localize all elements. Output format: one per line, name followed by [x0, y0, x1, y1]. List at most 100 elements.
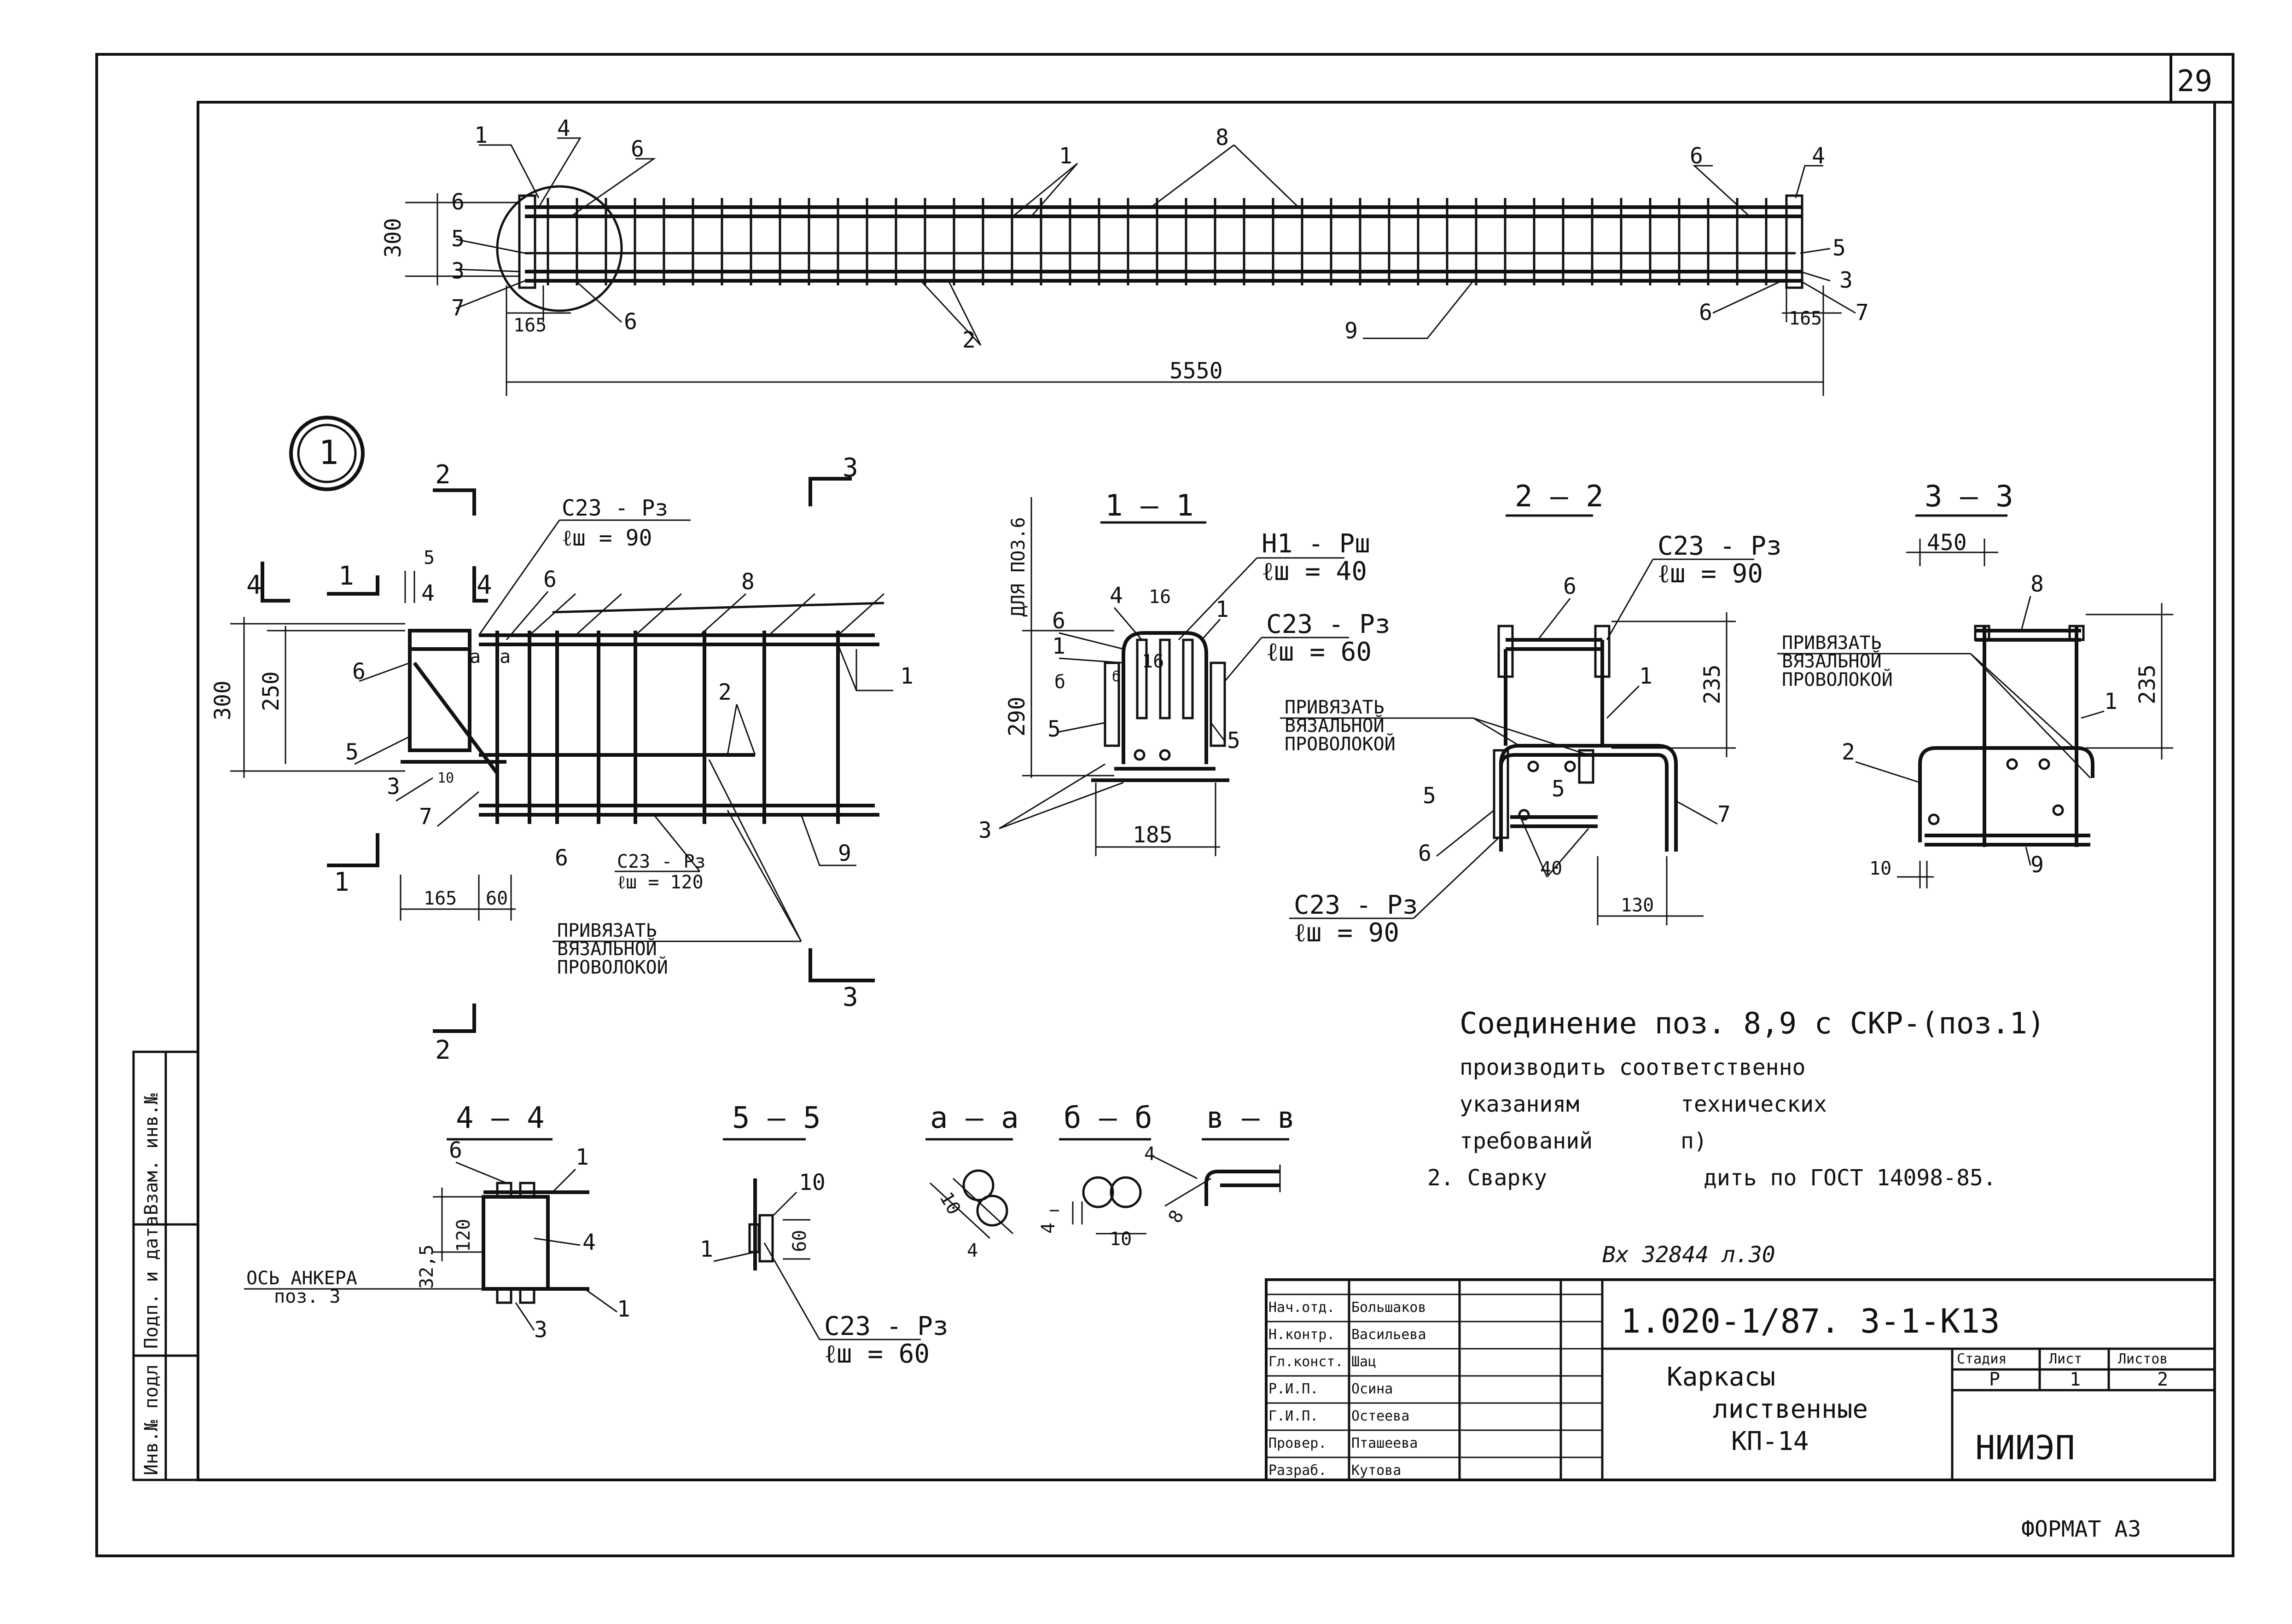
dim-label: 4 [1144, 1143, 1155, 1165]
side-stamp-sign: Подп. и дата [141, 1216, 162, 1349]
organization-logo: НИИЭП [1975, 1428, 2075, 1467]
pos-label: 6 [352, 659, 366, 684]
stirrup-group [495, 631, 840, 824]
pos-label: 5 [345, 739, 359, 765]
dim-height: 300 [380, 218, 406, 258]
section-title: б — б [1064, 1101, 1152, 1135]
detail-1: 1 2 3 4 4 1 1 2 3 [210, 416, 913, 1065]
title-block: Нач.отд.БольшаковН.контр.ВасильеваГл.кон… [1265, 1278, 2216, 1481]
dim-label: 8 [1164, 1206, 1188, 1227]
section-3-3: 3 — 3 450 235 10 ПРИВЯЗАТЬ ВЯЗАЛЬНОЙ ПРО… [1777, 480, 2173, 888]
section-title: 1 — 1 [1105, 489, 1194, 523]
section-5-5: 5 — 5 60 10 1 С23 - Рз ℓш = 60 [700, 1101, 948, 1369]
section-title: 3 — 3 [1925, 480, 2013, 514]
cut-mark: 1 [338, 561, 354, 591]
tb-person: Васильева [1351, 1327, 1426, 1343]
cut-mark: 2 [435, 1035, 451, 1065]
dim-total: 5550 [1169, 358, 1223, 384]
weld-spec: С23 - Рз [1658, 531, 1782, 561]
side-stamp-replace: Взам. инв.№ [141, 1093, 162, 1215]
pos-label: 6 [1699, 300, 1712, 325]
note-line: п) [1681, 1128, 1707, 1154]
tb-sheet: 1 [2070, 1369, 2081, 1390]
pos-label: 6 [1690, 143, 1703, 169]
tb-role: Гл.конст. [1268, 1354, 1344, 1370]
pos-label: 4 [557, 116, 570, 141]
pos-label: 3 [978, 818, 992, 843]
weld-length: ℓш = 90 [1294, 918, 1399, 948]
pos-label: 3 [1839, 267, 1853, 293]
pos-label: 4 [1812, 143, 1825, 169]
pos-label: 6 [1563, 574, 1576, 599]
pos-label: 8 [741, 569, 755, 595]
drawing-name: лиственные [1713, 1394, 1868, 1424]
pos-label: 5 [1047, 716, 1061, 742]
detail-number-circle [289, 416, 365, 491]
sheet-frame [95, 53, 2234, 1557]
weld-length: ℓш = 90 [1658, 559, 1763, 589]
drawing-code: 1.020-1/87. 3-1-К13 [1621, 1302, 2000, 1340]
tb-sheets: 2 [2157, 1369, 2168, 1390]
pos-label: 7 [1717, 801, 1731, 827]
tb-head: Листов [2118, 1351, 2168, 1367]
format-label: ФОРМАТ А3 [2021, 1516, 2141, 1542]
pos-label: 6 [624, 309, 637, 335]
pos-label: 10 [799, 1170, 826, 1195]
pos-label: 4 [582, 1230, 596, 1255]
section-v-v: в — в 4 8 [1144, 1101, 1295, 1227]
dim-label: 60 [789, 1230, 810, 1252]
section-4-4: 4 — 4 120 32,5 ОСЬ АНКЕРА поз. 3 6 1 4 1… [244, 1101, 630, 1343]
section-2-2: 2 — 2 235 130 С23 - Рз ℓш = 90 С23 - Рз … [1280, 480, 1782, 948]
dim-label: 5 [424, 547, 435, 568]
side-stamp-inv: Инв.№ подл [141, 1364, 162, 1475]
note-line: технических [1681, 1091, 1827, 1117]
note-line: Соединение поз. 8,9 с СКР-(поз.1) [1460, 1007, 2045, 1041]
pos-label: 2 [962, 327, 976, 353]
detail-number: 1 [319, 433, 338, 472]
side-stamp: Инв.№ подл Подп. и дата Взам. инв.№ [132, 1050, 199, 1481]
section-mark: б [1054, 672, 1065, 693]
pos-label: 4 [1110, 583, 1123, 609]
pos-label: 8 [1216, 125, 1229, 151]
pos-label: 2 [718, 679, 732, 705]
weld-length: ℓш = 60 [824, 1339, 930, 1369]
dim-end-left: 165 [513, 315, 547, 336]
weld-length: ℓш = 40 [1262, 557, 1367, 586]
tb-person: Осина [1351, 1381, 1393, 1397]
tb-role: Разраб. [1268, 1462, 1326, 1479]
dim-label: 10 [935, 1189, 965, 1218]
weld-spec: С23 - Рз [1294, 890, 1418, 920]
pos-label: 7 [419, 804, 432, 829]
pos-label: 1 [2104, 689, 2117, 714]
note-line: ПРИВЯЗАТЬ [557, 920, 657, 941]
note-line: ПРОВОЛОКОЙ [557, 956, 668, 978]
drawing-name: Каркасы [1667, 1362, 1775, 1392]
dim-label: 4 [1038, 1223, 1059, 1234]
tb-person: Остеева [1351, 1408, 1409, 1424]
pos-label: 6 [451, 189, 465, 215]
section-title: а — а [930, 1101, 1019, 1135]
cut-mark: 4 [477, 570, 492, 600]
dim-label: 235 [1699, 664, 1725, 704]
pos-label: 1 [700, 1236, 713, 1262]
note-line: ПРИВЯЗАТЬ [1782, 632, 1882, 654]
pos-label: 5 [1227, 728, 1240, 754]
tb-role: Провер. [1268, 1435, 1326, 1451]
drawing-name: КП-14 [1731, 1427, 1809, 1456]
note-line: требований [1460, 1128, 1593, 1154]
pos-label: 6 [555, 845, 568, 871]
dim-label: 16 [1142, 651, 1164, 672]
pos-label: 1 [617, 1296, 630, 1322]
title-block-rows: Нач.отд.БольшаковН.контр.ВасильеваГл.кон… [1266, 1293, 1602, 1479]
section-title: 5 — 5 [732, 1101, 821, 1135]
pos-label: 6 [631, 136, 644, 162]
main-elevation: 300 165 165 5550 1 4 6 6 5 3 7 6 1 8 2 9… [380, 116, 1869, 396]
pos-label: 6 [449, 1137, 462, 1163]
dim-label: 250 [258, 671, 284, 711]
tb-person: Пташеева [1351, 1435, 1418, 1451]
section-title: в — в [1206, 1101, 1295, 1135]
dim-label: 10 [1869, 858, 1891, 879]
tb-role: Н.контр. [1268, 1327, 1335, 1343]
dim-label: 300 [210, 680, 236, 720]
